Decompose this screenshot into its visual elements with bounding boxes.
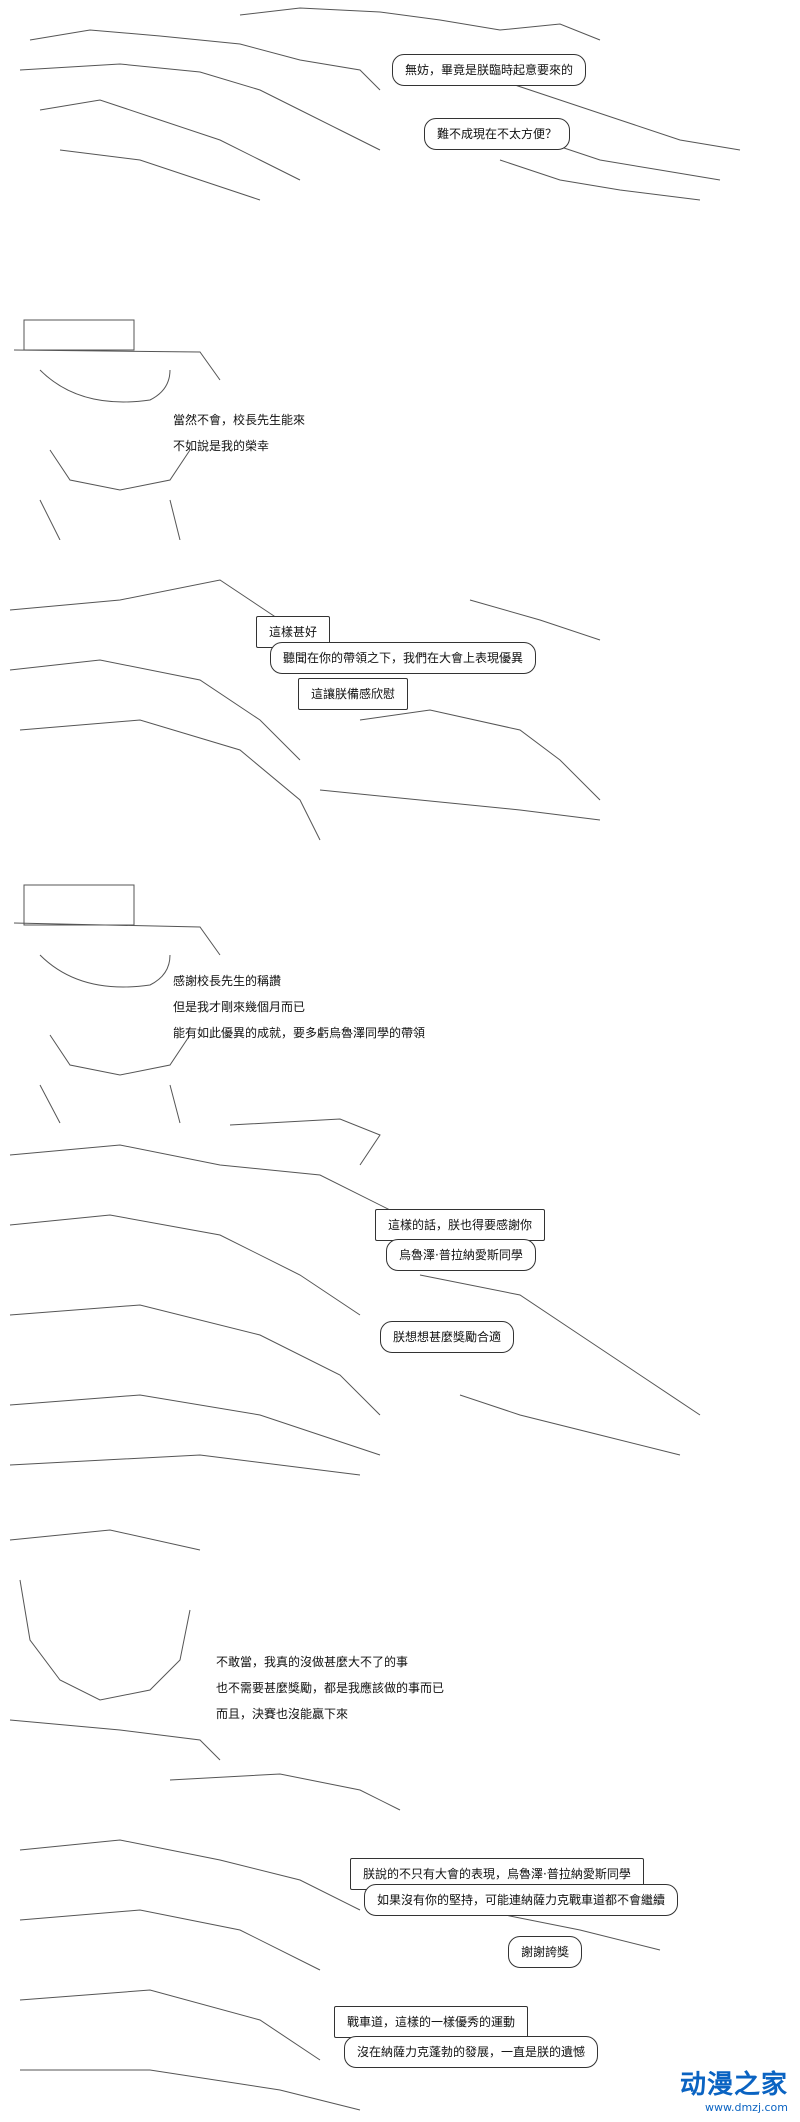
panel-3: 這樣甚好 聽聞在你的帶領之下，我們在大會上表現優異 這讓朕備感欣慰	[0, 560, 800, 850]
ascii-art-figure	[9, 1118, 701, 1476]
site-watermark: 动漫之家 www.dmzj.com	[680, 2064, 788, 2114]
speech-bubble: 朕想想甚麼獎勵合適	[380, 1321, 515, 1353]
watermark-url: www.dmzj.com	[705, 2101, 788, 2114]
dialogue-line: 不如說是我的榮幸	[173, 439, 270, 453]
panel-2: 當然不會，校長先生能來 不如說是我的榮幸	[0, 300, 800, 540]
speech-bubble: 烏魯澤·普拉納愛斯同學	[386, 1239, 536, 1271]
dialogue-line: 而且，決賽也沒能贏下來	[216, 1707, 349, 1721]
speech-bubble: 難不成現在不太方便？	[424, 118, 571, 150]
ascii-art-figure	[19, 7, 741, 201]
speech-bubble: 謝謝誇獎	[508, 1936, 583, 1968]
dialogue-line: 能有如此優異的成就，要多虧烏魯澤同學的帶領	[173, 1026, 426, 1040]
panel-7: 朕說的不只有大會的表現，烏魯澤·普拉納愛斯同學 如果沒有你的堅持，可能連納薩力克…	[0, 1770, 800, 2122]
panel-6: 不敢當，我真的沒做甚麼大不了的事 也不需要甚麼獎勵，都是我應該做的事而已 而且，…	[0, 1520, 800, 1770]
speech-bubble: 如果沒有你的堅持，可能連納薩力克戰車道都不會繼續	[364, 1884, 679, 1916]
panel-1: 無妨，畢竟是朕臨時起意要來的 難不成現在不太方便？	[0, 0, 800, 210]
speech-bubble: 戰車道，這樣的一樣優秀的運動	[334, 2006, 529, 2038]
dialogue-line: 不敢當，我真的沒做甚麼大不了的事	[216, 1655, 409, 1669]
ascii-art-figure	[13, 319, 221, 540]
ascii-art-figure	[13, 884, 221, 1124]
dialogue-line: 感謝校長先生的稱讚	[173, 974, 282, 988]
ascii-art-figure	[9, 1529, 221, 1761]
speech-bubble: 聽聞在你的帶領之下，我們在大會上表現優異	[270, 642, 537, 674]
watermark-name: 动漫之家	[679, 2070, 788, 2100]
dialogue-line: 當然不會，校長先生能來	[173, 413, 306, 427]
dialogue-line: 也不需要甚麼獎勵，都是我應該做的事而已	[216, 1681, 445, 1695]
speech-bubble: 無妨，畢竟是朕臨時起意要來的	[392, 54, 587, 86]
ascii-art-figure	[19, 1773, 661, 2111]
panel-5: 這樣的話，朕也得要感謝你 烏魯澤·普拉納愛斯同學 朕想想甚麼獎勵合適	[0, 1115, 800, 1495]
speech-bubble: 這讓朕備感欣慰	[298, 678, 409, 710]
speech-bubble: 這樣的話，朕也得要感謝你	[375, 1209, 546, 1241]
speech-bubble: 沒在納薩力克蓬勃的發展，一直是朕的遺憾	[344, 2036, 599, 2068]
dialogue-line: 但是我才剛來幾個月而已	[173, 1000, 306, 1014]
panel-4: 感謝校長先生的稱讚 但是我才剛來幾個月而已 能有如此優異的成就，要多虧烏魯澤同學…	[0, 875, 800, 1125]
